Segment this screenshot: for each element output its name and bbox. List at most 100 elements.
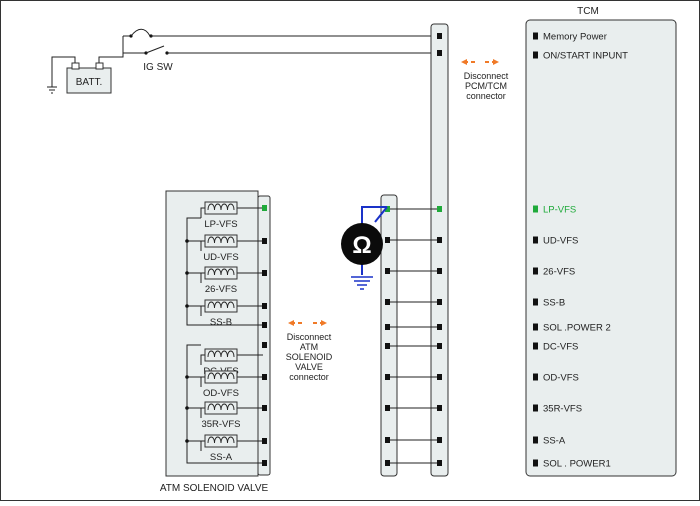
pcm-connector-pin <box>437 50 442 56</box>
solenoid: UD-VFS <box>200 234 263 263</box>
pcm-connector-pin <box>437 299 442 305</box>
tcm-pin-label: 26-VFS <box>543 267 575 278</box>
valve-connector-pin <box>262 405 267 411</box>
valve-connector-pin <box>262 303 267 309</box>
pcm-connector-pin <box>437 268 442 274</box>
atm-disconnect-note: Disconnect ATM SOLENOID VALVE connector <box>286 320 333 382</box>
solenoid: SS-A <box>200 434 263 463</box>
probe-wire-positive <box>361 206 387 224</box>
harness-pin <box>385 206 390 212</box>
valve-connector-pin <box>262 342 267 348</box>
atm-valve-title: ATM SOLENOID VALVE <box>160 483 269 494</box>
atm-solenoid-valve <box>165 190 259 477</box>
solenoid-label: UD-VFS <box>203 252 238 263</box>
atm-note-line: ATM <box>300 342 318 352</box>
tcm-pin-label: 35R-VFS <box>543 404 582 415</box>
harness-pin <box>385 237 390 243</box>
solenoid-label: OD-VFS <box>203 388 239 399</box>
tcm-pin-label: ON/START INPUNT <box>543 51 628 62</box>
valve-connector-pin <box>262 438 267 444</box>
solenoid-list: LP-VFSUD-VFS26-VFSSS-BDC-VFSOD-VFS35R-VF… <box>185 201 263 464</box>
tcm-module <box>525 19 677 477</box>
solenoid-label: 35R-VFS <box>201 419 240 430</box>
tcm-title: TCM <box>577 6 599 17</box>
ignition-switch: IG SW <box>122 28 440 73</box>
pcm-connector-pin <box>437 374 442 380</box>
valve-pin-list <box>262 205 267 466</box>
harness-pin <box>385 405 390 411</box>
pcm-connector-pin <box>437 33 442 39</box>
ohm-icon: Ω <box>352 232 371 259</box>
tcm-pin-label: SOL .POWER 2 <box>543 323 611 334</box>
tcm-pin <box>533 323 538 331</box>
battery: BATT. <box>47 53 124 94</box>
pcm-disconnect-note: Disconnect PCM/TCM connector <box>461 59 509 101</box>
tcm-pin-label: Memory Power <box>543 32 607 43</box>
tcm-pin-label: DC-VFS <box>543 342 578 353</box>
valve-connector-pin <box>262 460 267 466</box>
tcm-pin <box>533 342 538 350</box>
harness-pin <box>385 324 390 330</box>
pcm-connector-pin <box>437 460 442 466</box>
solenoid-label: SS-B <box>210 317 232 328</box>
solenoid-label: SS-A <box>210 452 233 463</box>
battery-terminal-negative <box>71 62 80 70</box>
battery-terminal-positive <box>95 62 104 70</box>
ignition-switch-label: IG SW <box>143 62 173 73</box>
switch-blade <box>145 45 165 54</box>
pcm-connector-pin <box>437 437 442 443</box>
atm-note-line: VALVE <box>295 362 323 372</box>
valve-connector-pin <box>262 374 267 380</box>
pcm-connector-pin <box>437 237 442 243</box>
pcm-note-line: Disconnect <box>464 71 509 81</box>
tcm-pin-label: SS-A <box>543 436 566 447</box>
harness-pin <box>385 374 390 380</box>
ground-icon <box>47 86 57 94</box>
solenoid: 35R-VFS <box>200 401 263 430</box>
tcm-pin <box>533 236 538 244</box>
harness-pin <box>385 343 390 349</box>
pcm-connector-pin <box>437 206 442 212</box>
battery-body <box>66 67 112 94</box>
valve-connector-pin <box>262 270 267 276</box>
harness-wires <box>385 33 442 466</box>
solenoid-label: 26-VFS <box>205 284 237 295</box>
solenoid: SS-B <box>200 299 263 328</box>
tcm-pin <box>533 459 538 467</box>
valve-connector-pin <box>262 238 267 244</box>
tcm-pin-label: SS-B <box>543 298 565 309</box>
valve-connector-pin <box>262 205 267 211</box>
tcm-pin-label: OD-VFS <box>543 373 579 384</box>
atm-note-line: SOLENOID <box>286 352 333 362</box>
ohmmeter: Ω <box>341 206 388 290</box>
tcm-pin-label: SOL . POWER1 <box>543 459 611 470</box>
atm-valve-connector <box>257 195 271 476</box>
tcm-pin <box>533 51 538 59</box>
atm-note-line: connector <box>289 372 329 382</box>
tcm-pin <box>533 404 538 412</box>
tcm-pin <box>533 373 538 381</box>
battery-label: BATT. <box>76 77 102 88</box>
pcm-connector-pin <box>437 324 442 330</box>
fuse-icon <box>130 28 151 37</box>
tcm-pin-label: UD-VFS <box>543 236 578 247</box>
solenoid: OD-VFS <box>200 370 263 399</box>
tcm-pin <box>533 32 538 40</box>
pcm-tcm-connector <box>430 23 449 477</box>
common-bus-wire <box>186 344 263 464</box>
tcm-pin <box>533 436 538 444</box>
harness-pin <box>385 268 390 274</box>
tcm-pin <box>533 267 538 275</box>
tcm-pin-label: LP-VFS <box>543 205 576 216</box>
solenoid-label: LP-VFS <box>204 219 237 230</box>
solenoid: LP-VFS <box>200 201 263 230</box>
tcm-pin <box>533 298 538 306</box>
harness-pin <box>385 460 390 466</box>
atm-note-line: Disconnect <box>287 332 332 342</box>
harness-pin <box>385 437 390 443</box>
pcm-connector-pin <box>437 405 442 411</box>
pcm-note-line: connector <box>466 91 506 101</box>
